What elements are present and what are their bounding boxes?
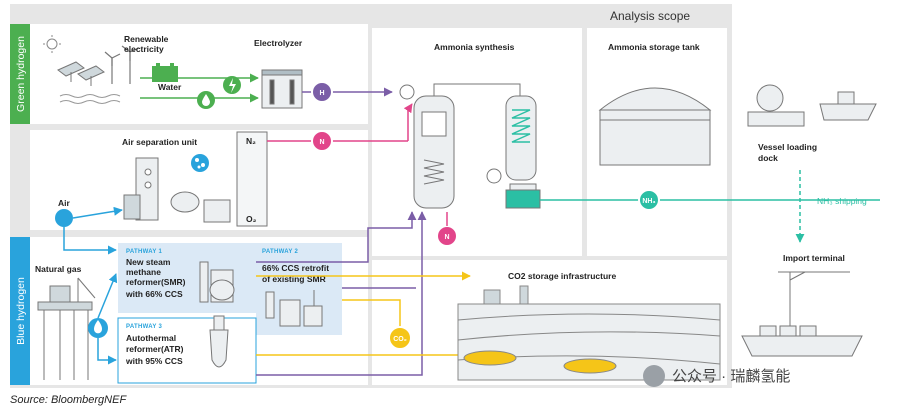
o2-label: O₂ (246, 214, 257, 224)
heat-exchanger-icon (170, 191, 231, 223)
atr-reactor-icon (209, 315, 229, 368)
ammonia-separator-icon (505, 183, 541, 209)
drop-icon (202, 94, 210, 106)
asu-panel (30, 130, 368, 230)
compressor-icon (399, 84, 415, 100)
ammonia-synthesis-panel (372, 28, 582, 256)
co2-storage-icon (457, 285, 721, 381)
pathway-2-tag: PATHWAY 2 (262, 249, 299, 255)
gas-to-pathway3-line (97, 338, 117, 365)
import-terminal-label: Import terminal (783, 253, 845, 263)
solar-panels-icon (57, 61, 105, 86)
pathway-3-box (117, 317, 257, 384)
pathway-1-tag: PATHWAY 1 (126, 249, 163, 255)
co2-badge-label: CO₂ (393, 336, 407, 343)
electrolyzer-icon (261, 69, 303, 109)
watermark-label: 公众号 · 瑞麟氢能 (672, 368, 790, 385)
blue-hydrogen-label: Blue hydrogen (15, 277, 27, 345)
nh3-shipping-label: NH₃ shipping (817, 196, 867, 206)
synthesis-reactor-icon (413, 95, 455, 209)
storage-tank-icon (598, 87, 712, 166)
source-label: Source: BloombergNEF (10, 394, 127, 406)
electrolyzer-label: Electrolyzer (254, 38, 303, 48)
nitrogen-to-synthesis-line (403, 103, 413, 141)
co2-badge (388, 326, 412, 350)
air-label: Air (58, 198, 71, 208)
nitrogen-badge (311, 130, 333, 152)
import-terminal-icon (741, 271, 863, 357)
blue-hydrogen-tab (10, 237, 30, 385)
pathway3-hydrogen-line (256, 211, 427, 376)
hydrogen-badge-label: H (319, 90, 324, 97)
distillation-column-icon (236, 131, 268, 227)
nh3-badge-label: NH₃ (642, 198, 655, 205)
ccs-retrofit-icon (265, 290, 323, 327)
asu-label: Air separation unit (122, 137, 197, 147)
wind-turbines-icon (104, 45, 140, 84)
air-flow-line (72, 206, 123, 219)
n2-label: N₂ (246, 136, 256, 146)
air-to-pathway-line (63, 227, 117, 255)
pathway1-to-synthesis-line (256, 211, 417, 263)
sun-icon (43, 35, 61, 53)
pathway-2-title: 66% CCS retrofit of existing SMR (262, 263, 331, 284)
recycle-compressor-icon (486, 168, 502, 184)
renewable-electricity-label: Renewable electricity (124, 34, 171, 54)
green-hydrogen-label: Green hydrogen (15, 36, 27, 112)
nitrogen-badge-2-label: N (444, 234, 449, 241)
asu-machine-icon (123, 157, 159, 221)
gas-to-pathway1-line (97, 273, 118, 319)
nitrogen-badge-label: N (319, 139, 324, 146)
synthesis-loop-line (433, 83, 521, 96)
flame-icon (94, 320, 102, 334)
co2-storage-label: CO2 storage infrastructure (508, 271, 616, 281)
water-label: Water (158, 82, 182, 92)
vessel-dock-label: Vessel loading dock (758, 142, 819, 163)
pathway-3-tag: PATHWAY 3 (126, 324, 163, 330)
condenser-icon (505, 95, 537, 181)
nh3-badge (638, 189, 660, 211)
analysis-scope-label: Analysis scope (610, 9, 690, 23)
molecules-icon (191, 154, 209, 172)
vessel-icon (747, 84, 877, 127)
pathway-3-title: Autothermal reformer(ATR) with 95% CCS (125, 333, 186, 366)
offshore-platform-icon (37, 277, 96, 380)
wechat-icon (643, 365, 665, 387)
natural-gas-label: Natural gas (35, 264, 82, 274)
co2-line-pathway2 (342, 299, 401, 328)
water-waves-icon (59, 94, 121, 104)
storage-tank-label: Ammonia storage tank (608, 42, 700, 52)
smr-plant-icon (199, 261, 235, 303)
air-fan-icon (55, 209, 73, 227)
ammonia-synthesis-label: Ammonia synthesis (434, 42, 515, 52)
green-hydrogen-tab (10, 24, 30, 124)
lightning-icon (229, 78, 236, 93)
pathway-1-title: New steam methane reformer(SMR) with 66%… (125, 257, 188, 299)
hydrogen-badge (311, 81, 333, 103)
